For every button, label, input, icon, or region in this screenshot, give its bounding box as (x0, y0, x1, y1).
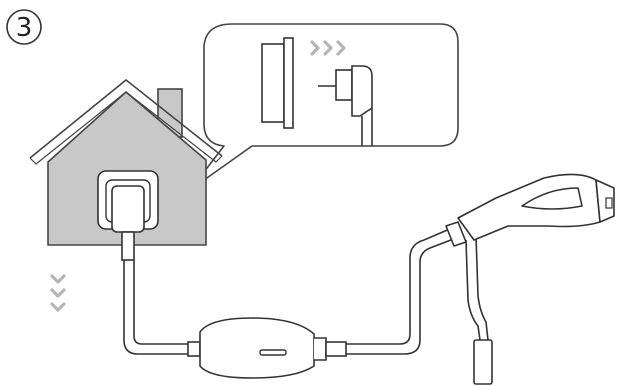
step-number: 3 (16, 13, 33, 43)
charging-cable-icon (123, 227, 457, 355)
house-body (47, 91, 207, 246)
ev-charging-connector-icon (445, 173, 615, 385)
chevron-right-triple-icon (310, 40, 346, 56)
house-roof-eave (29, 79, 223, 159)
house-icon (29, 79, 223, 246)
wall-socket-front (97, 170, 159, 261)
schuko-plug-icon (318, 65, 373, 146)
in-cable-control-box-icon (187, 317, 347, 379)
connector-grip-opening (521, 187, 583, 210)
zoom-callout (189, 23, 459, 191)
callout-bubble (189, 23, 459, 191)
circled-number-icon (6, 9, 42, 45)
wall-socket-icon (261, 37, 294, 129)
step-badge: 3 (6, 9, 42, 45)
chevron-down-triple-icon (50, 274, 66, 312)
